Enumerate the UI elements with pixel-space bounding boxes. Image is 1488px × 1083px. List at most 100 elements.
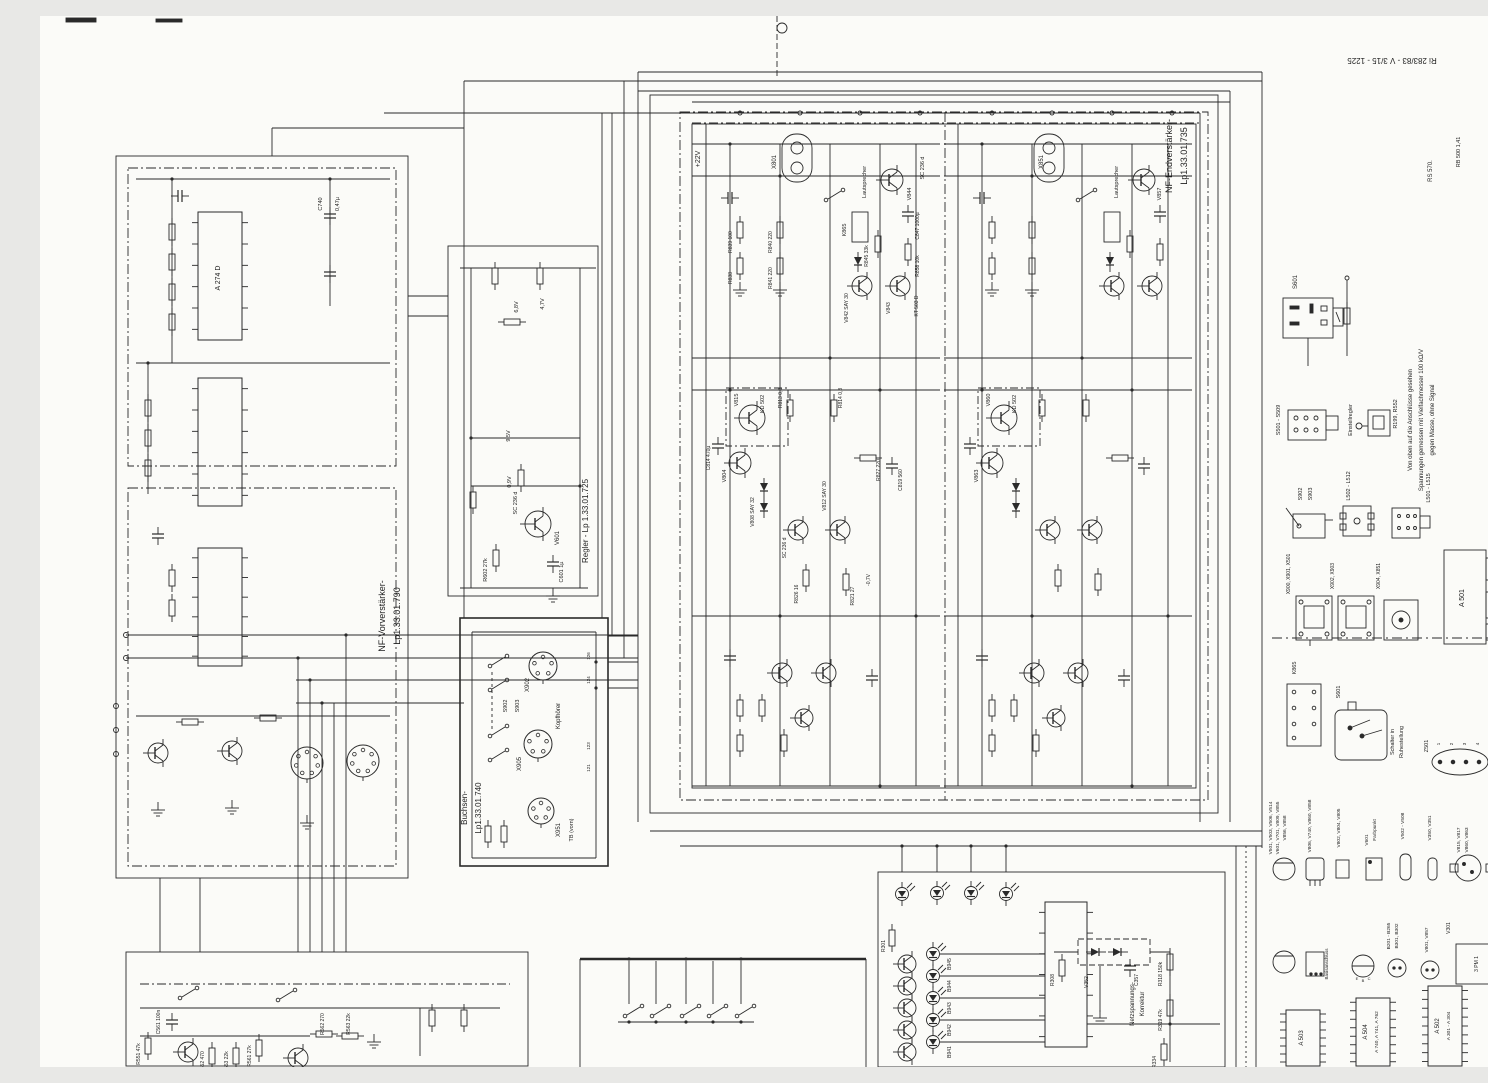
label-text: S903	[515, 700, 521, 713]
circle-shape	[1420, 960, 1440, 980]
transistor-symbol	[976, 448, 1004, 478]
diode-symbol	[760, 478, 768, 498]
capacitor-symbol	[973, 192, 991, 204]
wire	[279, 990, 294, 1000]
ground-symbol	[733, 282, 747, 297]
frame-rect	[1383, 599, 1419, 641]
resistor-symbol	[176, 718, 204, 726]
frame-rect	[1309, 303, 1314, 314]
capacitor-symbol	[724, 649, 736, 667]
wire	[903, 1053, 913, 1061]
diode-triangle	[854, 257, 862, 265]
resistor-body	[1094, 573, 1102, 591]
led-symbol	[999, 882, 1020, 906]
switch-pole	[649, 1013, 655, 1019]
junction-dot	[1004, 844, 1008, 848]
ground-symbol	[151, 802, 165, 817]
resistor-symbol	[776, 252, 784, 280]
resistor-body	[181, 718, 199, 726]
circle-shape	[1311, 721, 1317, 727]
label-text: V860, V863	[1464, 827, 1470, 852]
wire	[794, 521, 804, 529]
junction-dot	[878, 784, 882, 788]
socket-pin	[531, 806, 536, 811]
resistor-symbol	[536, 262, 544, 290]
label-text: C819 560	[898, 469, 904, 491]
label-text: R814 0,3	[838, 388, 844, 409]
circle-shape	[1368, 860, 1372, 864]
wire	[491, 680, 506, 690]
label-text: R308	[1050, 974, 1056, 986]
transistor-symbol	[893, 973, 917, 999]
resistor-symbol	[1032, 729, 1040, 757]
circle-shape	[1450, 759, 1456, 765]
schematic-page: Ri 283/83 - V 3/15 - 1225 A 274 DC7400,4…	[40, 16, 1488, 1067]
transistor-symbol	[847, 272, 873, 300]
resistor-body	[503, 318, 521, 326]
circle-shape	[1293, 415, 1299, 421]
resistor-body	[1082, 399, 1090, 417]
label-text: R318 150k	[1158, 961, 1164, 986]
resistor-body	[144, 1037, 152, 1055]
resistor-body	[1032, 734, 1040, 752]
frame-rect	[1449, 863, 1459, 873]
wire	[888, 181, 898, 189]
label-text: V812 SAY 30	[822, 481, 828, 511]
led-triangle	[898, 891, 906, 897]
transistor-symbol	[217, 737, 243, 765]
label-text: 3	[1462, 742, 1467, 745]
socket-pin	[538, 800, 544, 806]
resistor-symbol	[498, 318, 526, 326]
switch-symbol	[177, 985, 200, 1001]
switch-throw	[292, 987, 298, 993]
transistor-symbol	[893, 995, 917, 1021]
circle-shape	[1324, 631, 1330, 637]
frame-rect	[679, 111, 1209, 801]
resistor-body	[888, 929, 896, 947]
diode-triangle	[1012, 483, 1020, 491]
label-text: Buchsen-	[460, 791, 469, 825]
frame-rect	[691, 123, 1197, 789]
frame-rect	[127, 167, 397, 467]
transistor-symbol	[893, 1039, 917, 1065]
circle-shape	[1319, 972, 1323, 976]
wire	[1052, 719, 1062, 727]
frame-rect	[1391, 507, 1421, 539]
led-triangle	[929, 1039, 937, 1045]
circle-shape	[776, 22, 788, 34]
label-text: B945	[947, 958, 953, 970]
circle-shape	[1366, 599, 1372, 605]
frame-rect	[155, 18, 183, 23]
wire	[184, 1053, 194, 1061]
socket-pin	[304, 749, 310, 755]
label-text: C814 470µ	[706, 446, 712, 471]
socket-pin	[356, 768, 361, 774]
transistor-symbol	[1137, 272, 1163, 300]
label-text: R602 27k	[483, 558, 489, 582]
switch-symbol	[487, 653, 510, 669]
resistor-body	[536, 267, 544, 285]
led-symbol	[964, 881, 985, 905]
socket-pin	[309, 770, 314, 776]
resistor-symbol	[776, 216, 784, 244]
ic-body	[197, 211, 243, 341]
diode-triangle	[1113, 948, 1121, 956]
resistor-body	[802, 569, 810, 587]
resistor-symbol	[232, 1042, 240, 1067]
circle-shape	[113, 727, 119, 733]
junction-dot	[1130, 388, 1134, 392]
wire	[1030, 674, 1040, 682]
label-text: R841 220	[768, 267, 774, 289]
resistor-symbol	[460, 1004, 468, 1032]
label-text: Z501	[1424, 740, 1430, 753]
frame-rect	[1339, 523, 1347, 531]
label-text: 1	[1436, 742, 1441, 745]
socket-pin	[544, 739, 549, 744]
switch-symbol	[487, 723, 510, 739]
label-text: V801, V857	[1424, 927, 1430, 952]
circle-shape	[1398, 966, 1402, 970]
switch-throw	[504, 723, 510, 729]
capacitor-symbol	[712, 437, 724, 455]
diode-triangle	[760, 503, 768, 511]
frame-rect	[1485, 863, 1488, 873]
